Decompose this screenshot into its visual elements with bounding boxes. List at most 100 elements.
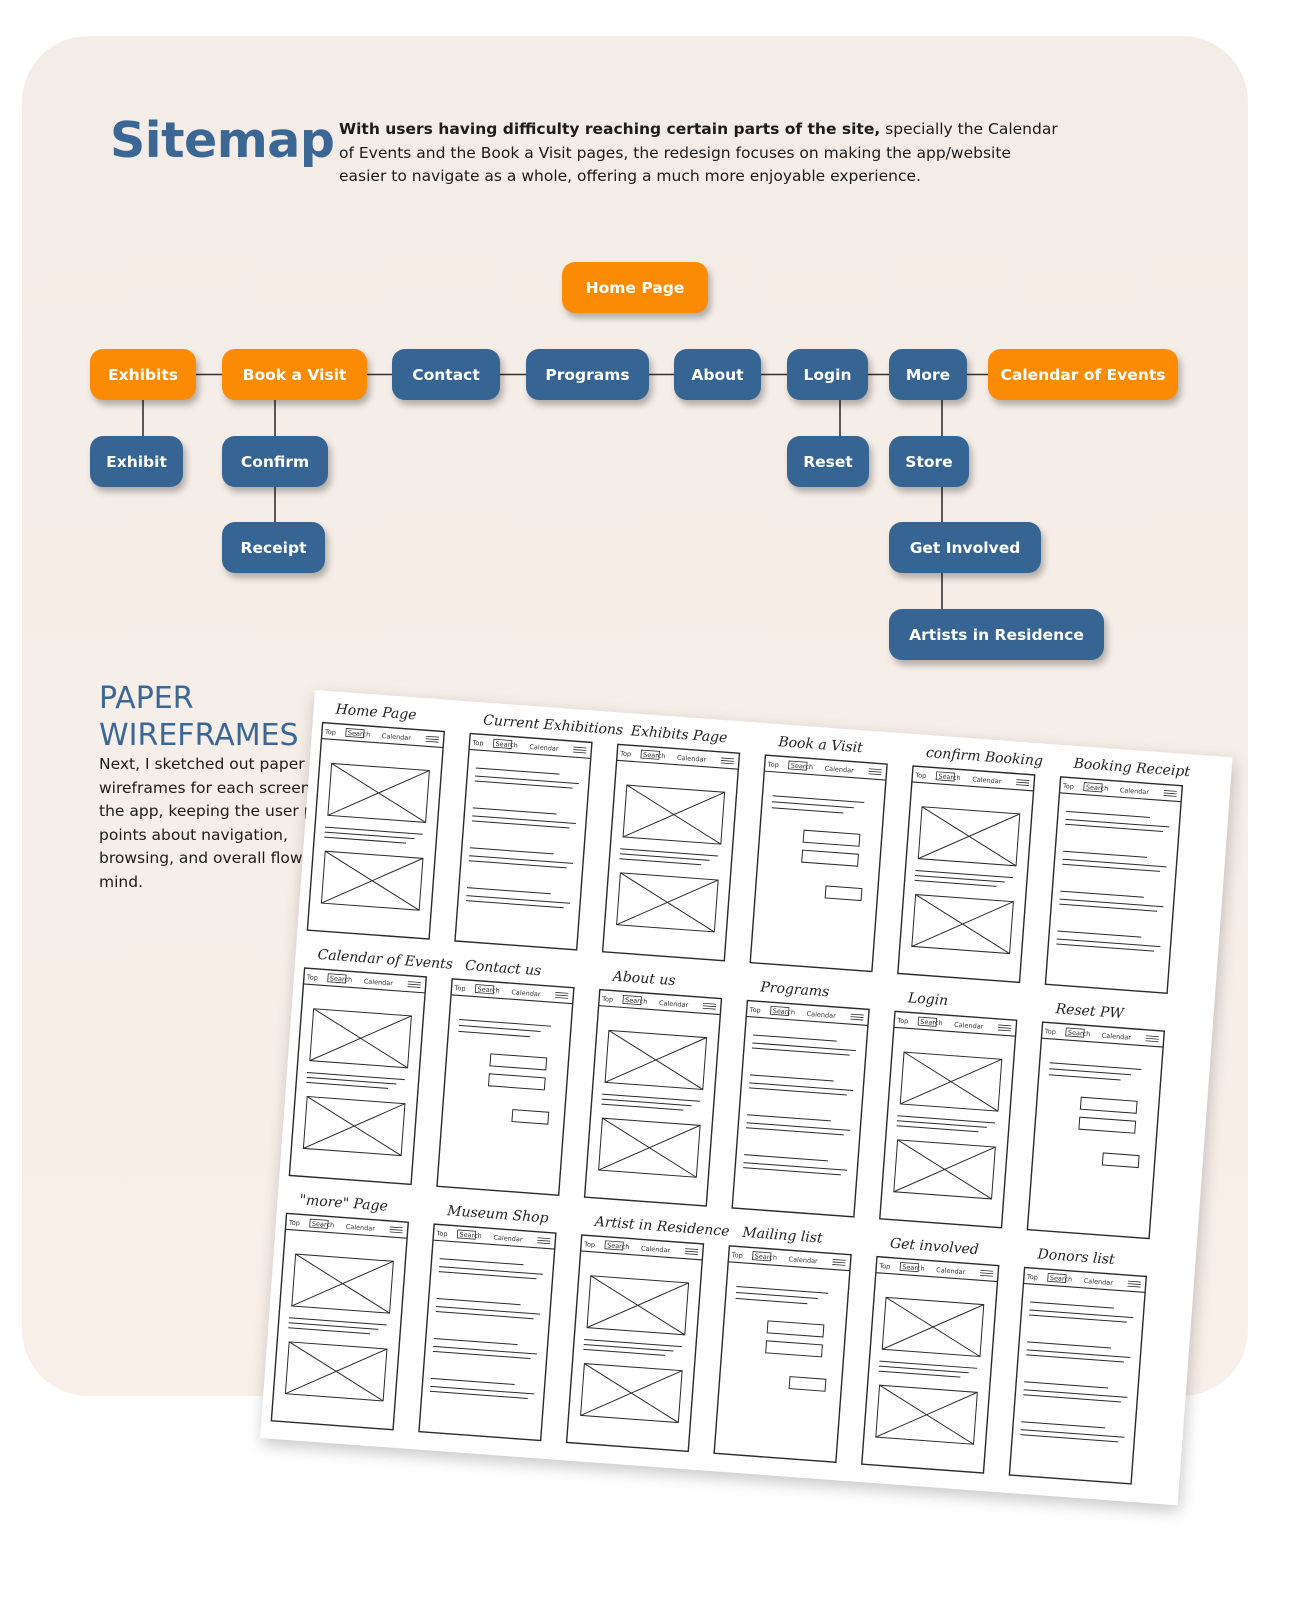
wf-nav-calendar: Calendar (1083, 1277, 1113, 1287)
wf-nav-calendar: Calendar (659, 999, 689, 1009)
wireframe-label: Reset PW (1054, 1001, 1126, 1022)
wf-nav-top: Top (601, 995, 614, 1004)
node-about[interactable]: About (674, 349, 761, 400)
wf-nav-top: Top (914, 771, 927, 780)
wf-nav-calendar: Calendar (972, 775, 1002, 785)
wf-nav-search: Search (754, 1252, 777, 1262)
paper-wireframes-description: Next, I sketched out paper wireframes fo… (99, 755, 338, 891)
node-login[interactable]: Login (787, 349, 868, 400)
wf-nav-search: Search (902, 1263, 925, 1273)
wf-nav-calendar: Calendar (382, 732, 412, 742)
wireframe-label: About us (610, 968, 676, 989)
node-label: Reset (803, 452, 853, 471)
node-label: Calendar of Events (1000, 365, 1166, 384)
wf-nav-search: Search (938, 772, 961, 782)
wf-nav-search: Search (607, 1241, 630, 1251)
wf-nav-calendar: Calendar (493, 1234, 523, 1244)
wireframe-label: Museum Shop (446, 1203, 549, 1226)
wf-nav-search: Search (772, 1007, 795, 1017)
wf-nav-search: Search (625, 996, 648, 1006)
wf-nav-top: Top (1062, 782, 1075, 791)
wf-nav-top: Top (730, 1251, 743, 1260)
wireframe-label: Book a Visit (777, 734, 864, 756)
wf-nav-top: Top (471, 739, 484, 748)
wireframe-label: Exhibits Page (629, 723, 728, 746)
wf-nav-search: Search (1086, 783, 1109, 793)
node-label: Login (803, 365, 852, 384)
wf-nav-calendar: Calendar (806, 1010, 836, 1020)
wf-nav-top: Top (435, 1229, 448, 1238)
wf-nav-calendar: Calendar (641, 1244, 671, 1254)
wf-nav-calendar: Calendar (677, 754, 707, 764)
node-label: Contact (412, 365, 480, 384)
wf-nav-top: Top (896, 1016, 909, 1025)
wf-nav-search: Search (790, 762, 813, 772)
wf-nav-calendar: Calendar (1102, 1032, 1132, 1042)
node-programs[interactable]: Programs (526, 349, 649, 400)
wireframe-label: Programs (759, 979, 830, 1000)
wf-nav-calendar: Calendar (511, 988, 541, 998)
wf-nav-top: Top (306, 973, 319, 982)
wf-nav-top: Top (324, 728, 337, 737)
node-get-involved[interactable]: Get Involved (889, 522, 1041, 573)
node-more[interactable]: More (889, 349, 967, 400)
node-label: Confirm (240, 452, 310, 471)
node-store[interactable]: Store (889, 436, 969, 487)
wf-nav-search: Search (312, 1220, 335, 1230)
wf-nav-calendar: Calendar (824, 765, 854, 775)
wf-nav-search: Search (920, 1018, 943, 1028)
wf-nav-search: Search (1068, 1029, 1091, 1039)
wf-nav-calendar: Calendar (529, 743, 559, 753)
wf-nav-search: Search (348, 729, 371, 739)
node-home[interactable]: Home Page (562, 262, 708, 313)
wireframe-label: Booking Receipt (1072, 756, 1191, 781)
paper-title-line1: PAPER (99, 681, 194, 716)
wireframe-label: Artist in Residence (592, 1214, 730, 1240)
wf-nav-calendar: Calendar (788, 1255, 818, 1265)
wf-nav-search: Search (330, 974, 353, 984)
node-reset[interactable]: Reset (787, 436, 869, 487)
wf-nav-search: Search (477, 985, 500, 995)
node-confirm[interactable]: Confirm (222, 436, 328, 487)
node-label: Programs (545, 365, 630, 384)
intro-paragraph: With users having difficulty reaching ce… (339, 118, 1059, 189)
node-exhibit[interactable]: Exhibit (90, 436, 183, 487)
wf-nav-search: Search (495, 740, 518, 750)
wf-nav-top: Top (766, 760, 779, 769)
node-label: Exhibit (106, 452, 167, 471)
node-book-a-visit[interactable]: Book a Visit (222, 349, 367, 400)
wf-nav-top: Top (748, 1006, 761, 1015)
wireframe-12: Reset PW Top Search Calendar (1026, 1001, 1166, 1240)
wf-nav-top: Top (288, 1218, 301, 1227)
wf-nav-top: Top (1044, 1027, 1057, 1036)
wireframe-label: Calendar of Events (317, 947, 453, 973)
node-artists-in-residence[interactable]: Artists in Residence (889, 609, 1104, 660)
wireframe-label: confirm Booking (925, 745, 1043, 770)
wf-nav-calendar: Calendar (363, 977, 393, 987)
node-label: About (691, 365, 744, 384)
node-contact[interactable]: Contact (392, 349, 500, 400)
wireframe-label: Current Exhibitions (483, 712, 624, 738)
node-label: Home Page (585, 278, 685, 297)
node-exhibits[interactable]: Exhibits (90, 349, 196, 400)
node-label: More (905, 365, 951, 384)
node-receipt[interactable]: Receipt (222, 522, 325, 573)
node-calendar-of-events[interactable]: Calendar of Events (988, 349, 1178, 400)
intro-rest: specially the Calendar of Events and the… (339, 120, 1058, 185)
wf-nav-top: Top (878, 1262, 891, 1271)
